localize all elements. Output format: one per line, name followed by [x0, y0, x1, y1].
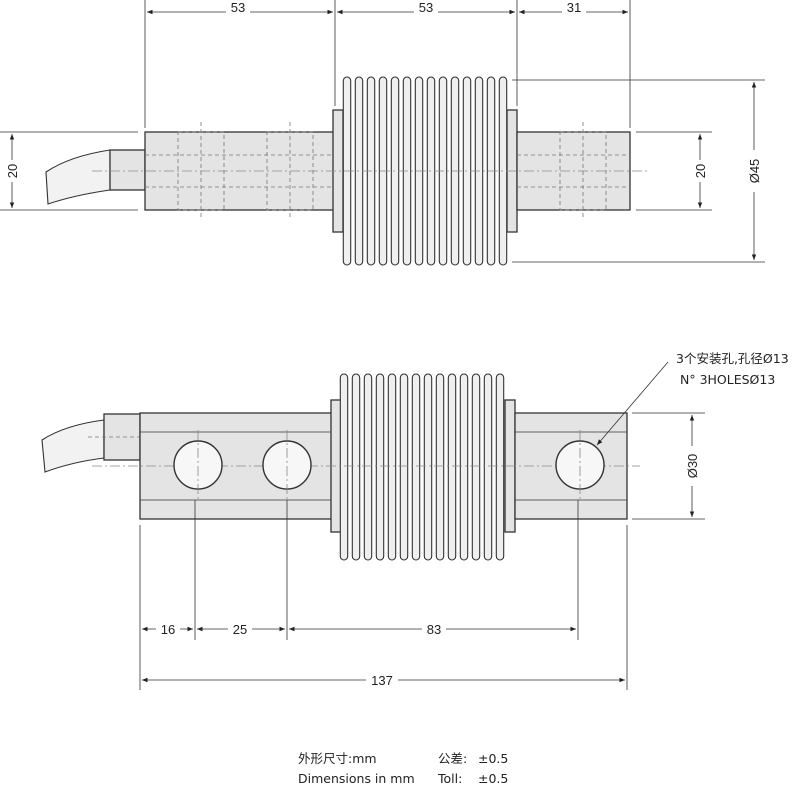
dim-45-bg	[744, 150, 764, 192]
tolerance-en-label: Toll:	[437, 771, 462, 785]
front-bellows-fin	[423, 373, 433, 561]
units-cn: 外形尺寸:mm	[298, 751, 377, 766]
front-bellows-fin	[339, 373, 349, 561]
dim-16: 16	[161, 622, 175, 637]
front-bellows-fin	[435, 373, 445, 561]
hole-note-cn: 3个安装孔,孔径Ø13	[676, 351, 789, 366]
front-bellows-fin	[387, 373, 397, 561]
dim-25-bg	[228, 620, 252, 637]
footer-notes: 外形尺寸:mm 公差: ±0.5 Dimensions in mm Toll: …	[298, 751, 508, 785]
top-cable	[45, 149, 111, 205]
dim-83: 83	[427, 622, 441, 637]
tolerance-cn-value: ±0.5	[478, 751, 508, 766]
top-view: 53 53 31 20 20 Ø45	[0, 0, 765, 266]
dim-left-height: 20	[5, 164, 20, 178]
front-bellows-fin	[351, 373, 361, 561]
front-cable	[41, 419, 105, 473]
front-bellows-fin	[483, 373, 493, 561]
tolerance-en-value: ±0.5	[478, 771, 508, 785]
dim-25: 25	[233, 622, 247, 637]
front-bellows-fin	[459, 373, 469, 561]
front-view: 3个安装孔,孔径Ø13 N° 3HOLESØ13 Ø30 16 25 83 13…	[41, 351, 789, 690]
dim-53b-bg	[414, 2, 438, 18]
front-bellows-fin	[399, 373, 409, 561]
dim-left-length: 53	[231, 0, 245, 15]
dim-diameter: Ø45	[747, 159, 762, 184]
dim-right-length: 31	[567, 0, 581, 15]
dim-53a-bg	[226, 2, 250, 18]
dim-30-bg	[682, 446, 702, 486]
dim-16-bg	[156, 620, 180, 637]
hole-note-leader	[596, 361, 669, 446]
dim-front-diameter: Ø30	[685, 454, 700, 479]
dim-mid-length: 53	[419, 0, 433, 15]
dim-right-height: 20	[693, 164, 708, 178]
front-bellows-fin	[411, 373, 421, 561]
dim-31-bg	[562, 2, 586, 18]
tolerance-cn-label: 公差:	[438, 751, 467, 766]
front-bellows-fin	[363, 373, 373, 561]
dim-137-bg	[366, 671, 398, 688]
front-bellows-fin	[375, 373, 385, 561]
hole-note-en: N° 3HOLESØ13	[680, 372, 775, 387]
front-bellows-fin	[471, 373, 481, 561]
dim-20-right-bg	[690, 160, 710, 182]
dim-83-bg	[422, 620, 446, 637]
front-bellows-fin	[447, 373, 457, 561]
dim-20-left-bg	[2, 160, 22, 182]
front-bellows-fin	[495, 373, 505, 561]
units-en: Dimensions in mm	[298, 771, 415, 785]
dim-total-length: 137	[371, 673, 393, 688]
front-bellows	[339, 373, 505, 561]
top-cable-gland	[109, 149, 146, 191]
